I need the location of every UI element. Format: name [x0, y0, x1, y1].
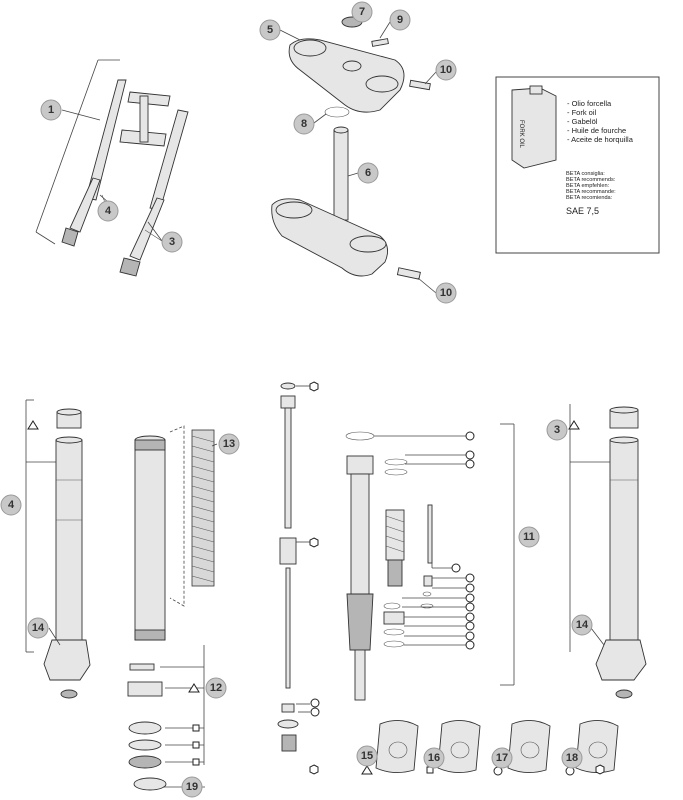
inner-tube [127, 435, 167, 791]
callout-13: 13 [218, 433, 240, 455]
triangle-symbol [568, 420, 580, 430]
fork-spring [169, 425, 215, 607]
recommend-line-3: BETA empfehlen: [566, 183, 610, 189]
circle-symbol [465, 450, 475, 460]
svg-text:17: 17 [496, 752, 508, 764]
callout-8: 8 [293, 113, 315, 135]
left-outer-tube [25, 399, 91, 699]
svg-text:10: 10 [440, 287, 452, 299]
circle-symbol [465, 631, 475, 641]
upper-triple-clamp [288, 16, 431, 118]
circle-symbol [465, 583, 475, 593]
svg-text:14: 14 [32, 622, 45, 634]
oil-line-4: - Huile de fourche [567, 126, 626, 135]
fork-assembly-overview [35, 59, 189, 277]
recommend-line-2: BETA recommends: [566, 177, 616, 183]
svg-text:18: 18 [566, 752, 578, 764]
svg-text:4: 4 [8, 499, 15, 511]
circle-symbol [465, 573, 475, 583]
triangle-symbol [27, 420, 39, 430]
svg-text:12: 12 [210, 682, 222, 694]
hexagon-symbol [309, 537, 319, 548]
circle-symbol [465, 621, 475, 631]
oil-line-5: - Aceite de horquilla [567, 135, 634, 144]
svg-text:16: 16 [428, 752, 440, 764]
callout-19: 19 [181, 776, 203, 798]
svg-text:19: 19 [186, 781, 198, 793]
svg-text:15: 15 [361, 750, 373, 762]
callout-18: 18 [561, 747, 583, 769]
kit-bag-18 [575, 720, 619, 773]
callout-10-bottom: 10 [435, 282, 457, 304]
triangle-symbol [361, 765, 373, 775]
circle-symbol [465, 612, 475, 622]
callout-12: 12 [205, 677, 227, 699]
square-symbol [192, 741, 200, 749]
recommend-line-1: BETA consiglia: [566, 171, 605, 177]
svg-text:3: 3 [554, 424, 560, 436]
circle-symbol [465, 602, 475, 612]
lower-triple-clamp [271, 126, 421, 280]
cartridge-assembly [345, 431, 434, 701]
callout-7: 7 [351, 1, 373, 23]
callout-3-bottom: 3 [546, 419, 568, 441]
callout-15: 15 [356, 745, 378, 767]
callout-4-top: 4 [97, 200, 119, 222]
kit-bag-17 [507, 720, 551, 773]
callout-6: 6 [357, 162, 379, 184]
circle-symbol [451, 563, 461, 573]
triangle-symbol [188, 683, 200, 693]
damper-rod [277, 382, 310, 752]
callout-14-left: 14 [27, 617, 49, 639]
svg-text:3: 3 [169, 236, 175, 248]
square-symbol [192, 724, 200, 732]
oil-line-3: - Gabelöl [567, 117, 598, 126]
recommend-line-5: BETA recomienda: [566, 195, 613, 201]
oil-line-1: - Olio forcella [567, 99, 612, 108]
svg-text:9: 9 [397, 14, 403, 26]
svg-text:7: 7 [359, 6, 365, 18]
hexagon-symbol [309, 381, 319, 392]
hexagon-symbol [309, 764, 319, 775]
circle-symbol [310, 707, 320, 717]
callout-5: 5 [259, 19, 281, 41]
svg-text:14: 14 [576, 619, 589, 631]
can-label: FORK OIL [518, 120, 524, 149]
kit-bag-16 [437, 720, 481, 773]
hexagon-symbol [595, 764, 605, 775]
callout-10-top: 10 [435, 59, 457, 81]
svg-text:5: 5 [267, 24, 273, 36]
callout-4-bottom: 4 [0, 494, 22, 516]
svg-text:4: 4 [105, 205, 112, 217]
svg-text:8: 8 [301, 118, 307, 130]
right-outer-tube [569, 404, 647, 699]
svg-text:11: 11 [523, 531, 535, 543]
svg-text:6: 6 [365, 167, 371, 179]
callout-14-right: 14 [571, 614, 593, 636]
svg-text:1: 1 [48, 104, 54, 116]
callout-3-top: 3 [161, 231, 183, 253]
oil-line-2: - Fork oil [567, 108, 597, 117]
circle-symbol [465, 640, 475, 650]
circle-symbol [465, 593, 475, 603]
circle-symbol [310, 698, 320, 708]
circle-symbol [465, 431, 475, 441]
svg-text:10: 10 [440, 64, 452, 76]
callout-16: 16 [423, 747, 445, 769]
square-symbol [192, 758, 200, 766]
recommend-line-4: BETA recommande: [566, 189, 616, 195]
sae-grade: SAE 7,5 [566, 206, 599, 216]
callout-17: 17 [491, 747, 513, 769]
callout-9: 9 [389, 9, 411, 31]
svg-text:13: 13 [223, 438, 235, 450]
callout-11: 11 [518, 526, 540, 548]
circle-symbol [465, 459, 475, 469]
fork-oil-box: FORK OIL - Olio forcella - Fork oil - Ga… [495, 76, 660, 254]
kit-bag-15 [375, 720, 419, 773]
callout-1: 1 [40, 99, 62, 121]
